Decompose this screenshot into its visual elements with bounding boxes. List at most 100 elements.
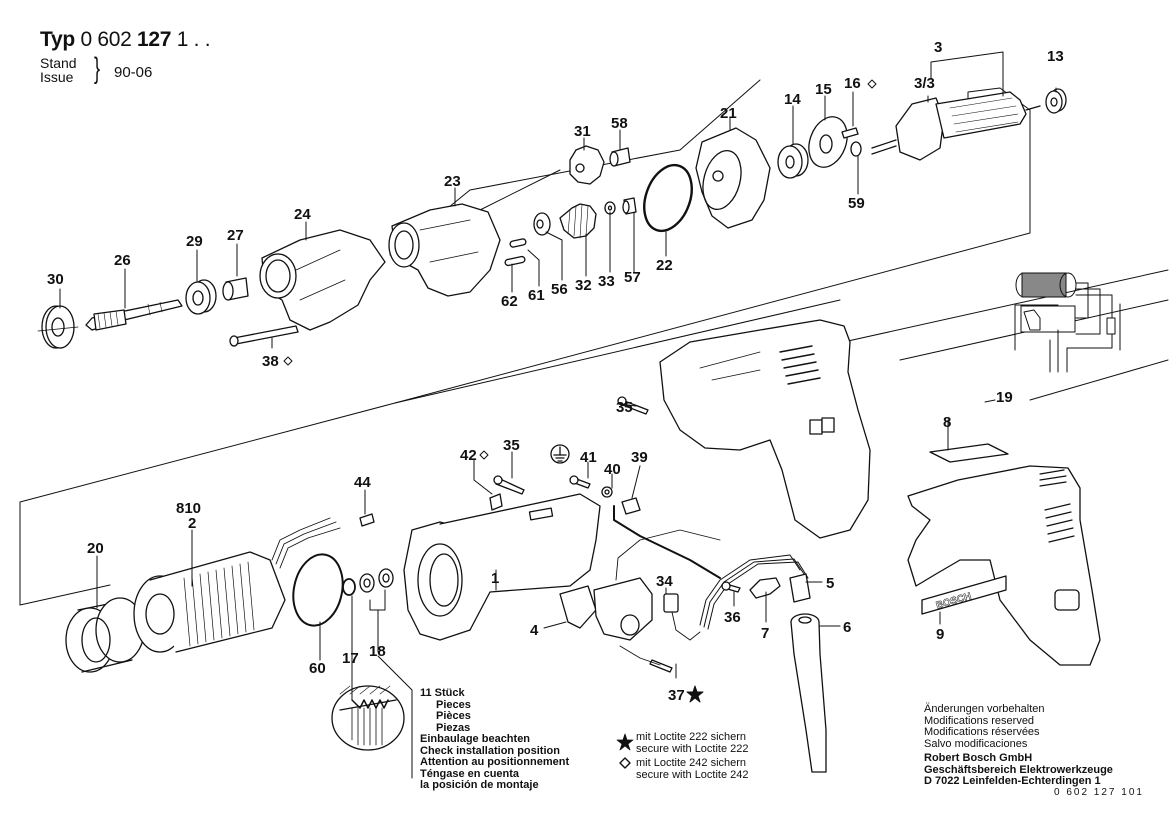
part-1-motor-housing[interactable] bbox=[403, 493, 601, 641]
type-heading: Typ 0 602 127 1 . . bbox=[40, 28, 211, 52]
part-61-62-pins[interactable] bbox=[504, 238, 527, 267]
part-4-switch[interactable] bbox=[559, 529, 721, 641]
part-37-screw[interactable] bbox=[619, 611, 701, 673]
part-27-sleeve[interactable] bbox=[222, 277, 249, 301]
label-14[interactable]: 14 bbox=[784, 91, 801, 108]
part-18-washers[interactable] bbox=[359, 568, 394, 593]
part-14-ball-bearing[interactable] bbox=[777, 143, 809, 179]
label-27[interactable]: 27 bbox=[227, 227, 244, 244]
part-5-cable-sleeve[interactable] bbox=[789, 573, 811, 603]
label-23[interactable]: 23 bbox=[444, 173, 461, 190]
part-19-housing-half-left[interactable] bbox=[659, 319, 871, 539]
label-35-lower[interactable]: 35 bbox=[503, 437, 520, 454]
part-3-armature[interactable] bbox=[871, 91, 1041, 161]
label-31[interactable]: 31 bbox=[574, 123, 591, 140]
label-5[interactable]: 5 bbox=[826, 575, 834, 592]
part-16-screw[interactable] bbox=[841, 127, 859, 139]
label-34[interactable]: 34 bbox=[656, 573, 673, 590]
part-20-fan-guide-ring[interactable] bbox=[65, 597, 145, 673]
label-15[interactable]: 15 bbox=[815, 81, 832, 98]
part-8-type-plate[interactable] bbox=[929, 443, 1009, 463]
part-38-screw[interactable] bbox=[229, 325, 299, 347]
part-23-intermediate-housing[interactable] bbox=[388, 203, 501, 297]
label-38[interactable]: 38 bbox=[262, 353, 279, 370]
label-3[interactable]: 3 bbox=[934, 39, 942, 56]
part-42-screw[interactable] bbox=[489, 493, 503, 511]
label-36[interactable]: 36 bbox=[724, 609, 741, 626]
label-57[interactable]: 57 bbox=[624, 269, 641, 286]
label-41[interactable]: 41 bbox=[580, 449, 597, 466]
label-37[interactable]: 37 bbox=[668, 687, 685, 704]
label-19[interactable]: 19 bbox=[996, 389, 1013, 406]
label-810[interactable]: 810 bbox=[176, 500, 201, 517]
part-36-screw[interactable] bbox=[721, 581, 741, 593]
label-56[interactable]: 56 bbox=[551, 281, 568, 298]
label-3-3[interactable]: 3/3 bbox=[914, 75, 935, 92]
part-56-needle-bearing[interactable] bbox=[533, 212, 551, 236]
label-13[interactable]: 13 bbox=[1047, 48, 1064, 65]
part-26-spindle[interactable] bbox=[85, 299, 183, 331]
label-8[interactable]: 8 bbox=[943, 414, 951, 431]
label-18[interactable]: 18 bbox=[369, 643, 386, 660]
label-29[interactable]: 29 bbox=[186, 233, 203, 250]
brace-symbol: } bbox=[94, 52, 101, 85]
label-59[interactable]: 59 bbox=[848, 195, 865, 212]
label-16[interactable]: 16 bbox=[844, 75, 861, 92]
label-2[interactable]: 2 bbox=[188, 515, 196, 532]
label-24[interactable]: 24 bbox=[294, 206, 311, 223]
label-40[interactable]: 40 bbox=[604, 461, 621, 478]
label-4[interactable]: 4 bbox=[530, 622, 539, 639]
label-42[interactable]: 42 bbox=[460, 447, 477, 464]
part-24-gear-housing[interactable] bbox=[259, 229, 386, 331]
label-7[interactable]: 7 bbox=[761, 625, 769, 642]
part-34-carbon-brush[interactable] bbox=[663, 593, 679, 613]
label-44[interactable]: 44 bbox=[354, 474, 371, 491]
label-1[interactable]: 1 bbox=[491, 570, 499, 587]
type-suffix: 1 . . bbox=[176, 28, 211, 51]
type-code-bold: 127 bbox=[137, 28, 172, 51]
part-17-washer[interactable] bbox=[342, 578, 356, 596]
part-29-ball-bearing[interactable] bbox=[185, 279, 217, 315]
detail-note: 11 Stück Pieces Pièces Piezas Einbaulage… bbox=[420, 687, 569, 792]
part-35-screw-lower[interactable] bbox=[493, 475, 525, 495]
label-39[interactable]: 39 bbox=[631, 449, 648, 466]
part-2-field-coil[interactable] bbox=[133, 517, 341, 653]
label-33[interactable]: 33 bbox=[598, 273, 615, 290]
label-61[interactable]: 61 bbox=[528, 287, 545, 304]
label-21[interactable]: 21 bbox=[720, 105, 737, 122]
label-62[interactable]: 62 bbox=[501, 293, 518, 310]
part-21-bearing-plate[interactable] bbox=[695, 127, 771, 229]
part-15-retaining-plate[interactable] bbox=[802, 111, 854, 172]
part-60-o-ring[interactable] bbox=[287, 550, 349, 630]
label-60[interactable]: 60 bbox=[309, 660, 326, 677]
loctite-marks bbox=[283, 79, 877, 703]
part-30-spindle-nut[interactable] bbox=[37, 305, 79, 349]
label-26[interactable]: 26 bbox=[114, 252, 131, 269]
modifications-es: Salvo modificaciones bbox=[924, 737, 1028, 750]
label-30[interactable]: 30 bbox=[47, 271, 64, 288]
label-22[interactable]: 22 bbox=[656, 257, 673, 274]
part-22-o-ring[interactable] bbox=[636, 159, 701, 238]
part-59-washer[interactable] bbox=[850, 141, 862, 157]
part-44-sleeve[interactable] bbox=[359, 513, 375, 527]
label-58[interactable]: 58 bbox=[611, 115, 628, 132]
part-13-ball-bearing[interactable] bbox=[1045, 88, 1067, 114]
label-20[interactable]: 20 bbox=[87, 540, 104, 557]
part-9-bosch-nameplate[interactable] bbox=[921, 575, 1007, 615]
part-41-screw[interactable] bbox=[569, 475, 591, 489]
part-58-sleeve[interactable] bbox=[609, 147, 631, 167]
part-19-housing-half-right[interactable] bbox=[907, 465, 1101, 666]
label-9[interactable]: 9 bbox=[936, 626, 944, 643]
part-39-cable-clamp[interactable] bbox=[613, 497, 721, 579]
part-7-cable-clamp[interactable] bbox=[749, 577, 781, 599]
label-6[interactable]: 6 bbox=[843, 619, 851, 636]
part-35-screw-upper[interactable] bbox=[617, 396, 649, 415]
label-17[interactable]: 17 bbox=[342, 650, 359, 667]
part-40-washer[interactable] bbox=[601, 486, 613, 498]
part-32-pinion-gear[interactable] bbox=[559, 203, 597, 239]
part-6-cord-protector[interactable] bbox=[790, 613, 827, 773]
part-57-sleeve[interactable] bbox=[622, 197, 637, 215]
label-32[interactable]: 32 bbox=[575, 277, 592, 294]
part-31-drive-gear[interactable] bbox=[569, 145, 605, 185]
label-35-upper[interactable]: 35 bbox=[616, 399, 633, 416]
